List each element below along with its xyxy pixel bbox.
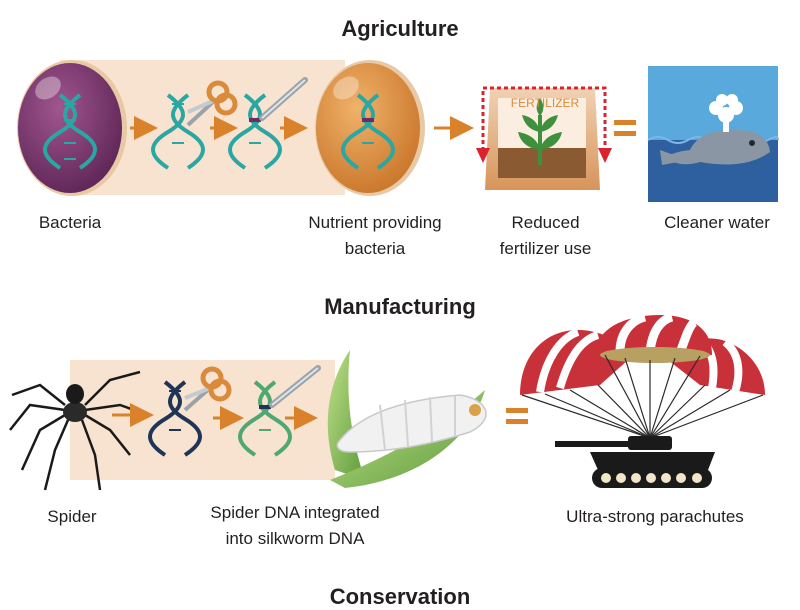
- label-nutrient-line2: bacteria: [344, 239, 406, 258]
- scissors-icon: [186, 80, 238, 127]
- label-reduced-fertilizer: Reduced fertilizer use: [478, 210, 613, 262]
- label-dna-line1: Spider DNA integrated: [210, 503, 380, 522]
- scissors-icon: [183, 366, 232, 412]
- manu-band: [70, 360, 335, 480]
- pipette-icon: [269, 365, 321, 408]
- reduction-arrowhead: [476, 148, 490, 163]
- reduction-arrow: [481, 86, 607, 158]
- dna-helix: [148, 380, 202, 457]
- dna-helix: [43, 93, 97, 170]
- label-reduced-line2: fertilizer use: [499, 239, 592, 258]
- equals-sign: [614, 120, 636, 136]
- label-bacteria: Bacteria: [38, 213, 102, 232]
- manufacturing-heading: Manufacturing: [324, 294, 476, 319]
- agriculture-heading: Agriculture: [341, 16, 459, 41]
- label-spider: Spider: [47, 507, 97, 526]
- equals-sign: [506, 408, 528, 424]
- parachute-icon: [520, 312, 765, 439]
- fertilizer-bag: FERTILIZER: [485, 88, 600, 190]
- dna-helix: [228, 93, 282, 170]
- reduction-arrowhead: [598, 148, 612, 163]
- label-reduced-line1: Reduced: [511, 213, 580, 232]
- label-spider-dna: Spider DNA integrated into silkworm DNA: [170, 500, 420, 552]
- label-parachutes: Ultra-strong parachutes: [566, 507, 744, 526]
- whale-icon: [647, 66, 779, 202]
- pipette-icon: [259, 77, 308, 121]
- label-nutrient-bacteria: Nutrient providing bacteria: [280, 210, 470, 262]
- label-dna-line2: into silkworm DNA: [225, 529, 365, 548]
- silkworm-icon: [327, 350, 487, 488]
- dna-helix: [151, 93, 205, 170]
- dna-helix: [341, 93, 395, 170]
- dna-helix: [238, 380, 292, 457]
- label-nutrient-line1: Nutrient providing: [308, 213, 442, 232]
- bag-label: FERTILIZER: [511, 96, 580, 110]
- label-cleaner-water: Cleaner water: [664, 213, 770, 232]
- bacteria-cell: [17, 60, 127, 196]
- tank-icon: [555, 436, 715, 488]
